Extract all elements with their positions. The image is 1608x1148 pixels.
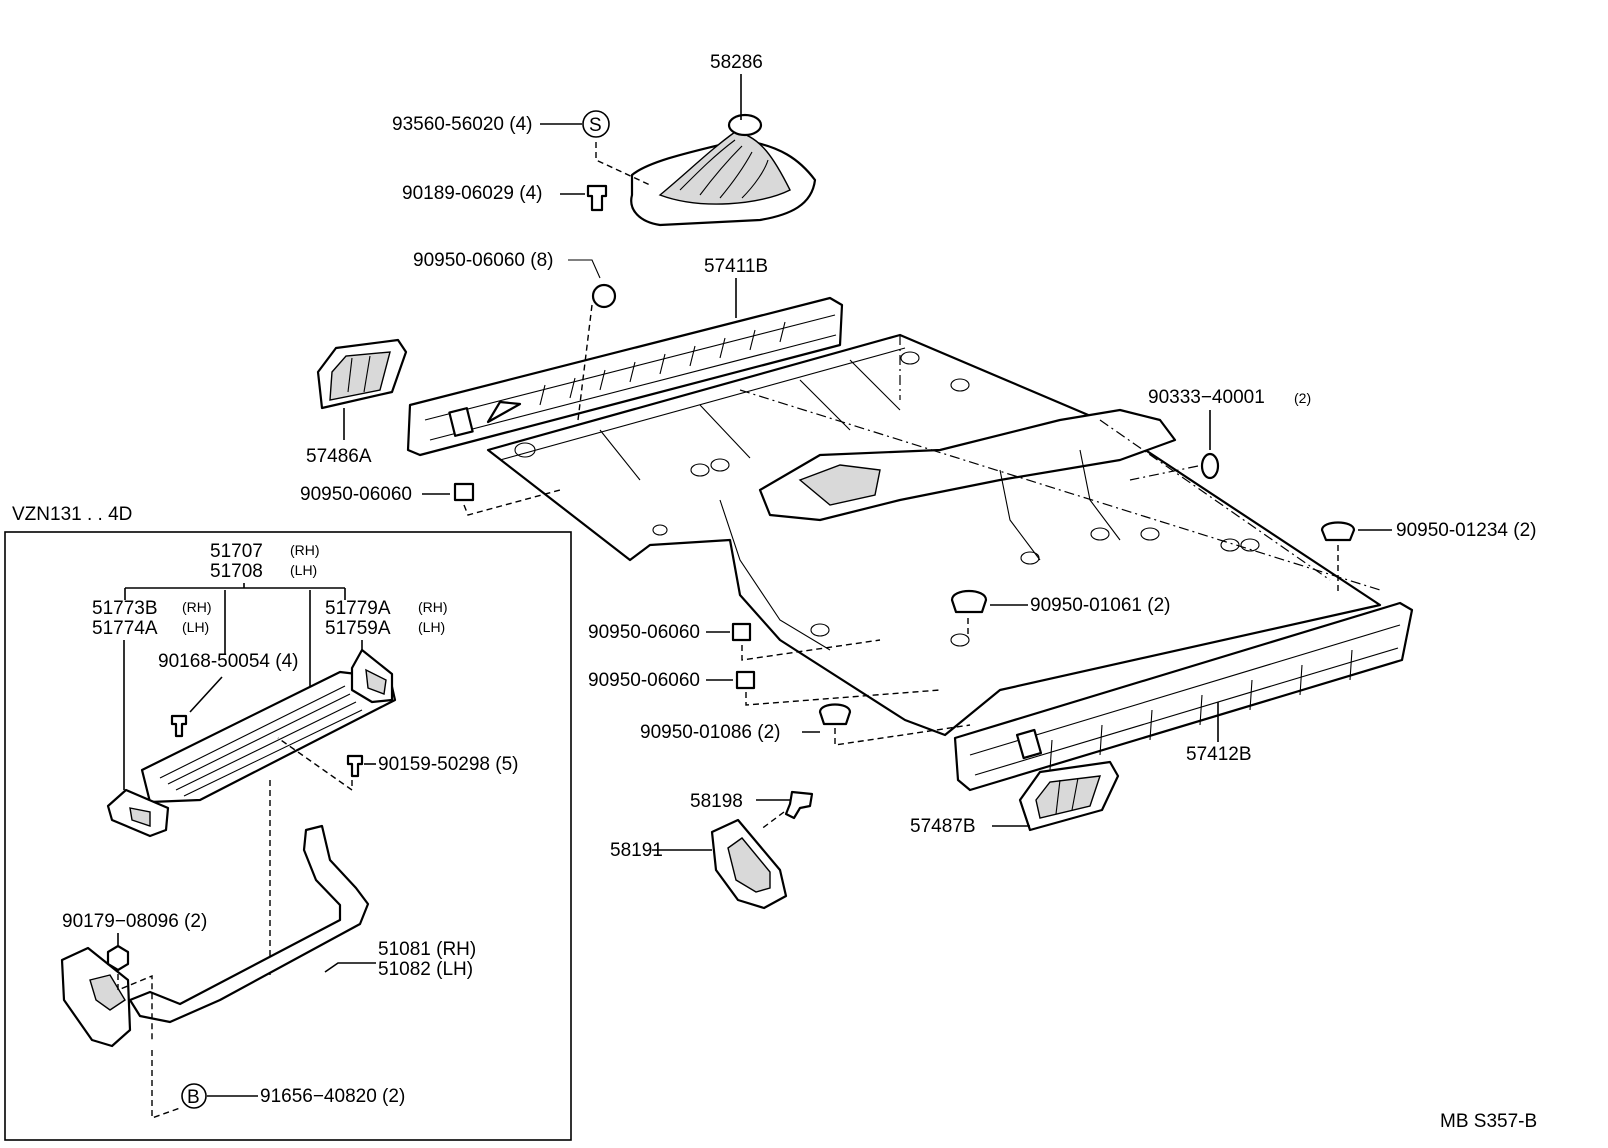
b-circle-icon [181,1083,207,1109]
callout-57486a: 57486A [306,446,372,467]
callout-58198: 58198 [690,791,743,812]
rocker-rail-57412b [953,601,1414,792]
callout-51773b: 51773B [92,598,158,619]
callout-90333-code: 90333−40001 [1148,387,1265,408]
b-symbol: B [187,1087,200,1108]
callout-51707: 51707 [210,541,263,562]
s-circle-icon [582,110,610,138]
bracket-57486a [316,338,408,410]
step-bracket [60,824,370,1048]
callout-51708: 51708 [210,561,263,582]
shift-boot-58286 [630,113,817,227]
callout-90333-qty: (2) [1294,390,1311,406]
plug-icon [950,589,988,614]
screw-icon [170,714,188,738]
callout-90159: 90159-50298 (5) [378,754,519,775]
running-board [106,648,397,838]
inset-title: VZN131 . . 4D [12,504,132,525]
callout-51773b-side: (RH) [182,599,212,615]
screw-icon [346,754,364,778]
callout-51759a: 51759A [325,618,391,639]
callout-51779a: 51779A [325,598,391,619]
plug-icon [591,283,617,309]
callout-51708-side: (LH) [290,562,317,578]
callout-58191: 58191 [610,840,663,861]
callout-91656: 91656−40820 (2) [260,1086,405,1107]
callout-90950-06060-8: 90950-06060 (8) [413,250,554,271]
clip-icon [586,184,608,212]
callout-90950-06060-b: 90950-06060 [588,622,700,643]
floor-pan [486,333,1382,737]
plug-icon [731,622,752,642]
s-symbol: S [589,115,602,136]
callout-51774a-side: (LH) [182,619,209,635]
grommet-icon [1200,452,1220,480]
callout-51774a: 51774A [92,618,158,639]
plug-icon [818,703,852,726]
callout-51081: 51081 (RH) [378,939,476,960]
bracket-58191 [710,818,788,910]
plug-icon [1320,521,1356,542]
callout-58286: 58286 [710,52,763,73]
callout-51759a-side: (LH) [418,619,445,635]
callout-90950-01061: 90950-01061 (2) [1030,595,1171,616]
nut-icon [106,944,130,972]
callout-90950-06060-a: 90950-06060 [300,484,412,505]
callout-90950-01086: 90950-01086 (2) [640,722,781,743]
callout-90168: 90168-50054 (4) [158,651,299,672]
callout-90179: 90179−08096 (2) [62,911,207,932]
drawing-id: MB S357-B [1440,1111,1537,1132]
callout-90950-06060-c: 90950-06060 [588,670,700,691]
callout-57412b: 57412B [1186,744,1252,765]
plug-icon [735,670,756,690]
callout-51082: 51082 (LH) [378,959,473,980]
callout-90950-01234: 90950-01234 (2) [1396,520,1537,541]
bracket-57487b [1018,760,1120,832]
rocker-rail-57411b [406,296,844,457]
callout-51707-side: (RH) [290,542,320,558]
callout-51779a-side: (RH) [418,599,448,615]
callout-93560: 93560-56020 (4) [392,114,533,135]
callout-57411b: 57411B [704,256,768,277]
callout-90189: 90189-06029 (4) [402,183,543,204]
bolt-icon [784,790,814,820]
plug-icon [453,482,475,502]
inset-frame [4,531,572,1141]
callout-57487b: 57487B [910,816,976,837]
